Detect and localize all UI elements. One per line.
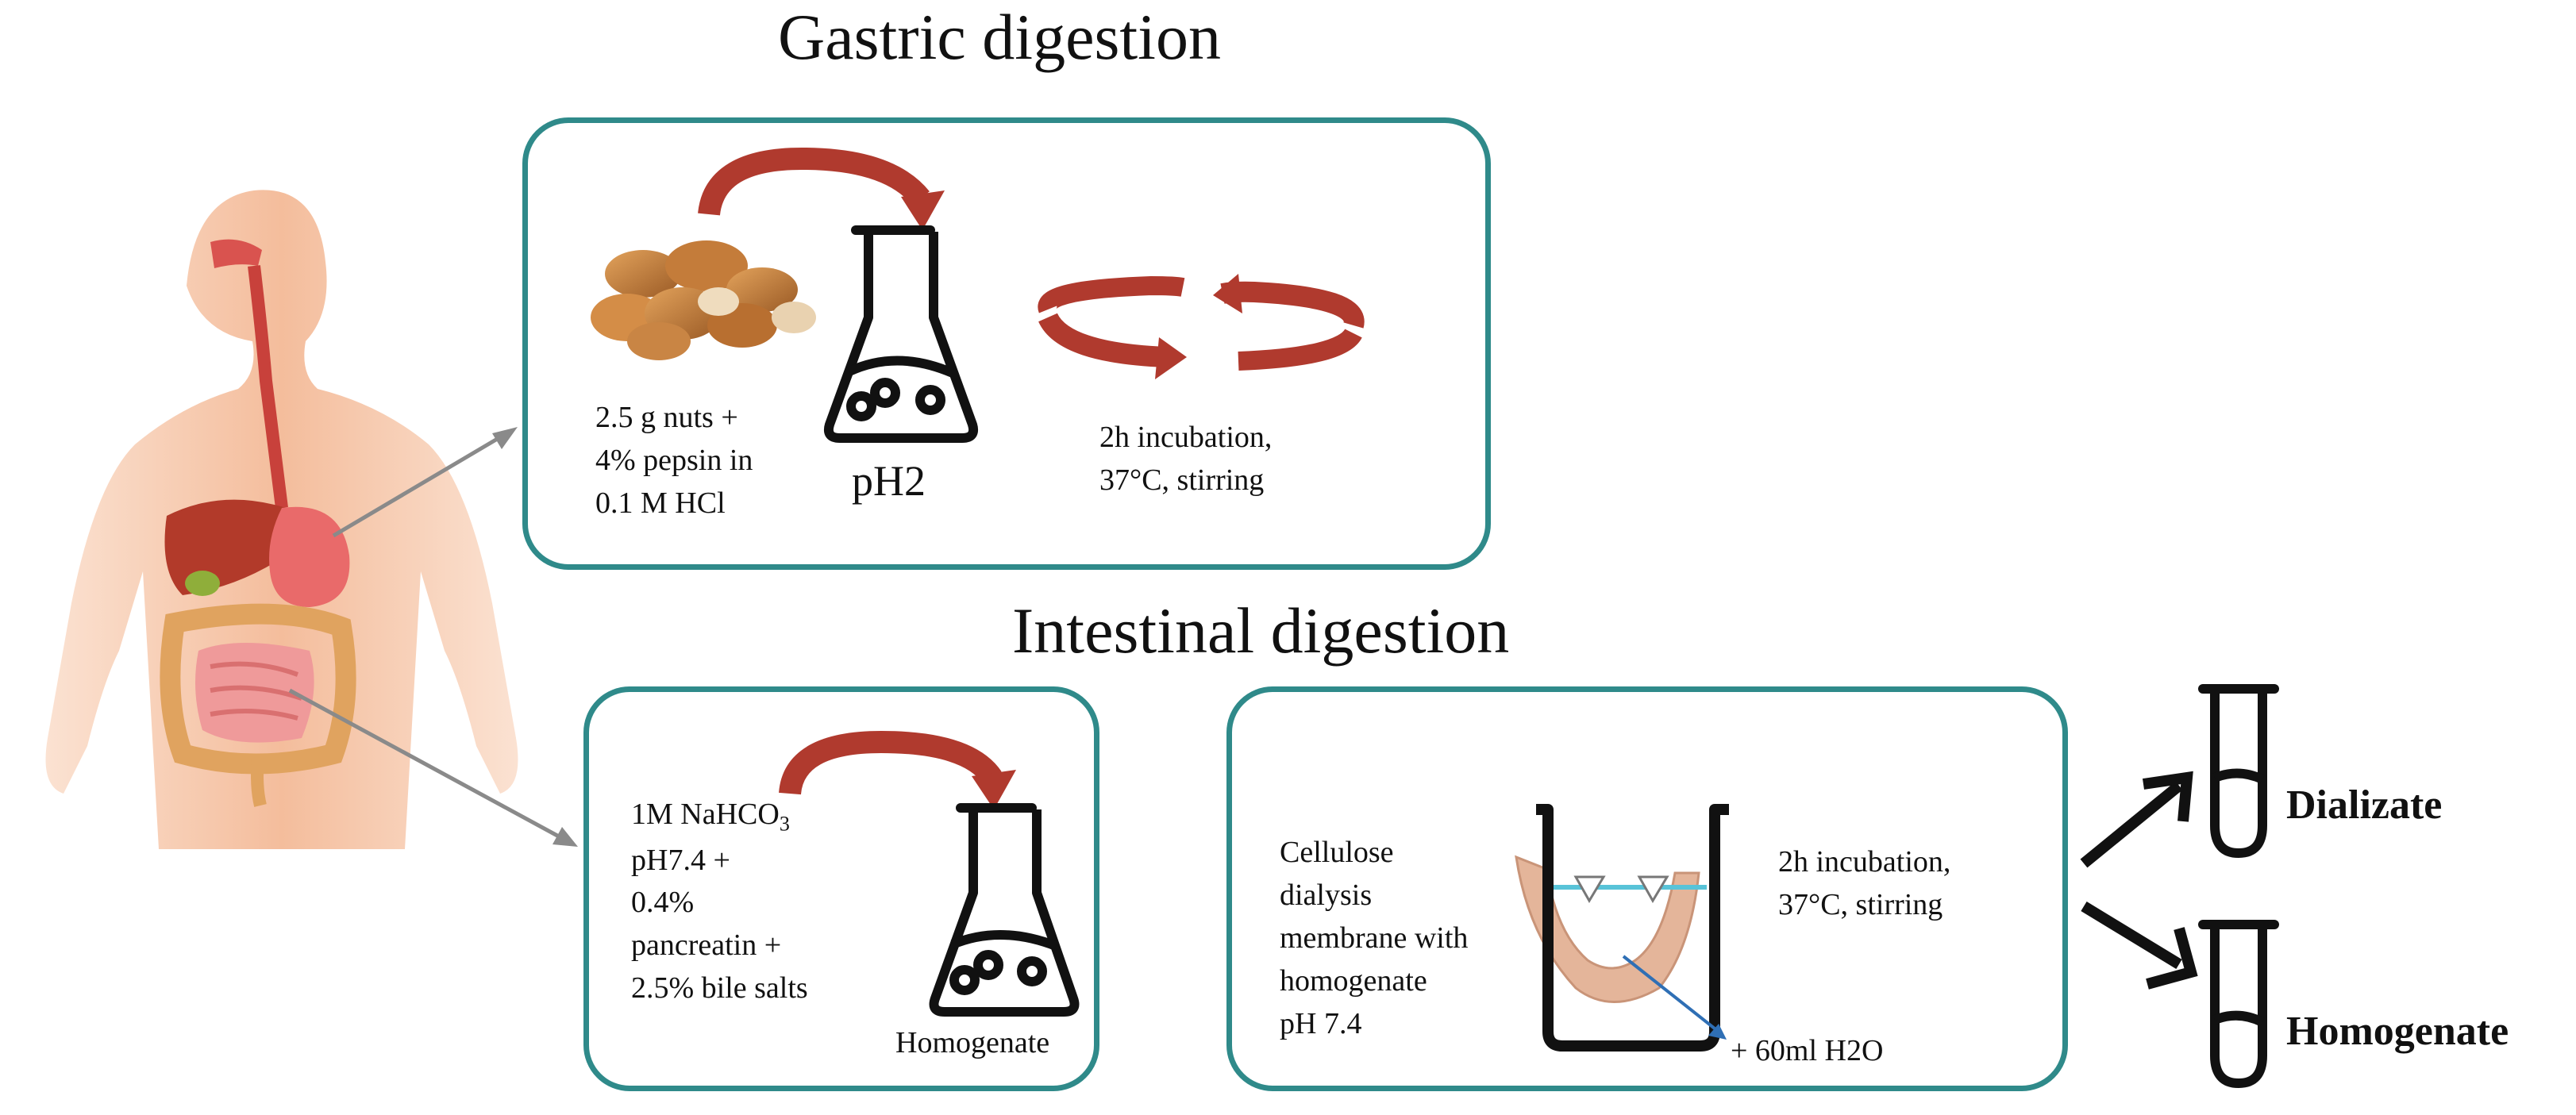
dialysis-beaker-icon	[1515, 804, 1729, 1052]
intestinal-box-dialysis	[1226, 686, 2068, 1091]
membrane-line: homogenate	[1280, 963, 1427, 998]
homogenate-tube-icon	[2198, 920, 2279, 1088]
homogenate-flask-label: Homogenate	[895, 1026, 1050, 1059]
gastric-ph-label: pH2	[852, 457, 926, 505]
membrane-line: pH 7.4	[1280, 1006, 1362, 1040]
gastric-transfer-arrow	[698, 147, 945, 230]
esophagus	[248, 265, 288, 509]
homogenate-flask-icon	[929, 803, 1080, 1017]
reagent-line: pancreatin +	[631, 929, 782, 963]
incubation-line: 2h incubation,	[1099, 421, 1273, 454]
membrane-line: membrane with	[1280, 921, 1469, 955]
incubation-line: 2h incubation,	[1778, 845, 1951, 879]
stomach-pointer-arrow	[332, 430, 510, 538]
nuts-image	[591, 240, 816, 360]
incubation-line: 37°C, stirring	[1778, 887, 1943, 921]
output-arrows	[2080, 771, 2198, 990]
dialysis-incubation-conditions: 2h incubation, 37°C, stirring	[1778, 841, 1950, 927]
gastric-incubation-conditions: 2h incubation, 37°C, stirring	[1099, 417, 1272, 502]
small-intestine-icon	[195, 643, 314, 743]
intestinal-digestion-heading: Intestinal digestion	[1012, 594, 1510, 667]
stomach-icon	[269, 506, 350, 607]
reagent-line: pH7.4 +	[631, 843, 730, 877]
dializate-arrow	[2080, 781, 2183, 868]
incubation-line: 37°C, stirring	[1099, 463, 1265, 497]
water-addition-arrow	[1622, 955, 1720, 1033]
reagent-line: 2.5% bile salts	[631, 971, 808, 1005]
large-intestine-icon	[160, 603, 356, 775]
dialysis-membrane	[1515, 855, 1700, 1003]
gastric-sample-line: 0.1 M HCl	[595, 486, 726, 520]
intestine-pointer-arrow	[288, 688, 569, 844]
human-digestive-system-illustration	[45, 190, 518, 849]
organ-pointer-arrows	[288, 427, 578, 847]
gastric-box	[522, 117, 1491, 570]
beaker-outline	[1536, 804, 1729, 1052]
gastric-sample-line: 2.5 g nuts +	[595, 401, 738, 434]
homogenate-arrow	[2081, 902, 2182, 969]
homogenate-output-label: Homogenate	[2286, 1009, 2509, 1054]
dialysis-membrane-description: Cellulose dialysis membrane with homogen…	[1280, 832, 1468, 1046]
membrane-line: dialysis	[1280, 878, 1373, 912]
oral-cavity	[210, 239, 262, 268]
reagent-line: 1M NaHCO3	[631, 798, 790, 836]
dializate-label: Dializate	[2286, 782, 2443, 828]
gastric-digestion-heading: Gastric digestion	[778, 1, 1221, 73]
gastric-sample-line: 4% pepsin in	[595, 443, 753, 477]
stirring-icon	[1038, 274, 1365, 379]
membrane-line: Cellulose	[1280, 836, 1394, 869]
water-addition-label: + 60ml H2O	[1731, 1034, 1884, 1067]
gallbladder-icon	[185, 571, 220, 596]
intestinal-box-neutralization	[583, 686, 1099, 1091]
gastric-flask-icon	[823, 225, 979, 443]
reagent-line: 0.4%	[631, 886, 695, 920]
intestinal-transfer-arrow	[779, 730, 1016, 809]
dializate-tube-icon	[2198, 684, 2279, 858]
gastric-sample-description: 2.5 g nuts + 4% pepsin in 0.1 M HCl	[595, 397, 753, 525]
rectum	[251, 757, 267, 807]
intestinal-reagents-description: 1M NaHCO3 pH7.4 + 0.4% pancreatin + 2.5%…	[631, 794, 808, 1010]
